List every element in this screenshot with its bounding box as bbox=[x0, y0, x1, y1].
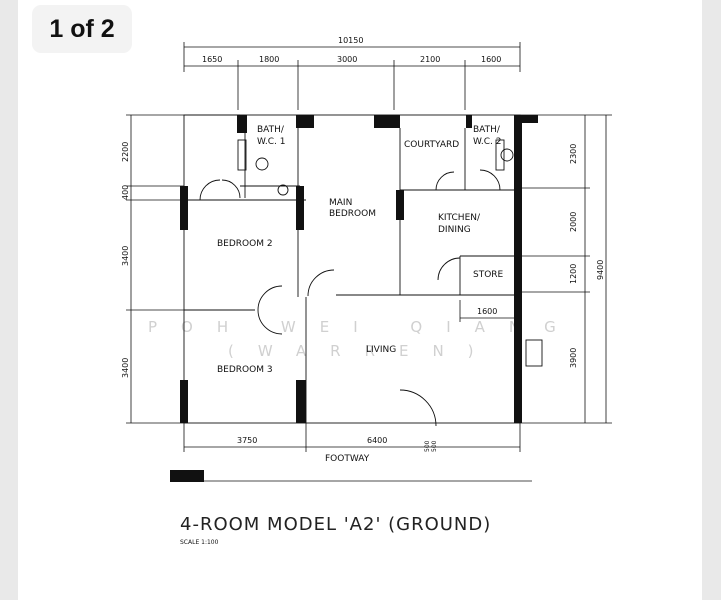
plan-title: 4-ROOM MODEL 'A2' (GROUND) bbox=[180, 514, 491, 535]
room-main-bedroom-line1: MAIN bbox=[329, 198, 352, 208]
footway-label: FOOTWAY bbox=[325, 454, 370, 464]
dim-bottom-2: 6400 bbox=[367, 436, 387, 445]
scale-label: SCALE 1:100 bbox=[180, 539, 219, 546]
room-kitchen-line1: KITCHEN/ bbox=[438, 213, 481, 223]
watermark-line-1: POH WEI QIANG bbox=[148, 318, 580, 336]
room-living: LIVING bbox=[366, 345, 396, 355]
page-counter-text: 1 of 2 bbox=[49, 14, 115, 43]
room-bath2-line1: BATH/ bbox=[473, 125, 501, 135]
dim-right-2: 2000 bbox=[569, 212, 578, 232]
room-store: STORE bbox=[473, 270, 504, 280]
dim-top-2: 1800 bbox=[259, 55, 279, 64]
room-bedroom2: BEDROOM 2 bbox=[217, 239, 273, 249]
dim-top-5: 1600 bbox=[481, 55, 501, 64]
dim-left-3: 3400 bbox=[121, 246, 130, 266]
page-counter-badge: 1 of 2 bbox=[32, 5, 132, 53]
dim-overall-height: 9400 bbox=[596, 260, 605, 280]
dim-left-4: 3400 bbox=[121, 358, 130, 378]
dim-overall-width: 10150 bbox=[338, 36, 363, 45]
room-kitchen-line2: DINING bbox=[438, 225, 471, 235]
dim-door-1: 500 bbox=[424, 440, 431, 452]
dim-top-4: 2100 bbox=[420, 55, 440, 64]
dimension-lines bbox=[126, 42, 612, 482]
room-courtyard: COURTYARD bbox=[404, 140, 459, 150]
dim-left-1: 2200 bbox=[121, 142, 130, 162]
dim-bottom-1: 3750 bbox=[237, 436, 257, 445]
dim-store-width: 1600 bbox=[477, 307, 497, 316]
room-bath2-line2: W.C. 2 bbox=[473, 137, 501, 147]
watermark-line-2: (WARREN) bbox=[228, 342, 498, 360]
dim-left-2: 400 bbox=[121, 185, 130, 200]
dim-top-3: 3000 bbox=[337, 55, 357, 64]
room-bath1-line2: W.C. 1 bbox=[257, 137, 285, 147]
structural-walls bbox=[170, 115, 538, 482]
room-main-bedroom-line2: BEDROOM bbox=[329, 209, 376, 219]
dim-right-4: 3900 bbox=[569, 348, 578, 368]
dim-right-3: 1200 bbox=[569, 264, 578, 284]
document-page bbox=[18, 0, 702, 600]
room-bath1-line1: BATH/ bbox=[257, 125, 285, 135]
dim-door-2: 500 bbox=[431, 440, 438, 452]
room-bedroom3: BEDROOM 3 bbox=[217, 365, 273, 375]
dim-top-1: 1650 bbox=[202, 55, 222, 64]
dim-right-1: 2300 bbox=[569, 144, 578, 164]
